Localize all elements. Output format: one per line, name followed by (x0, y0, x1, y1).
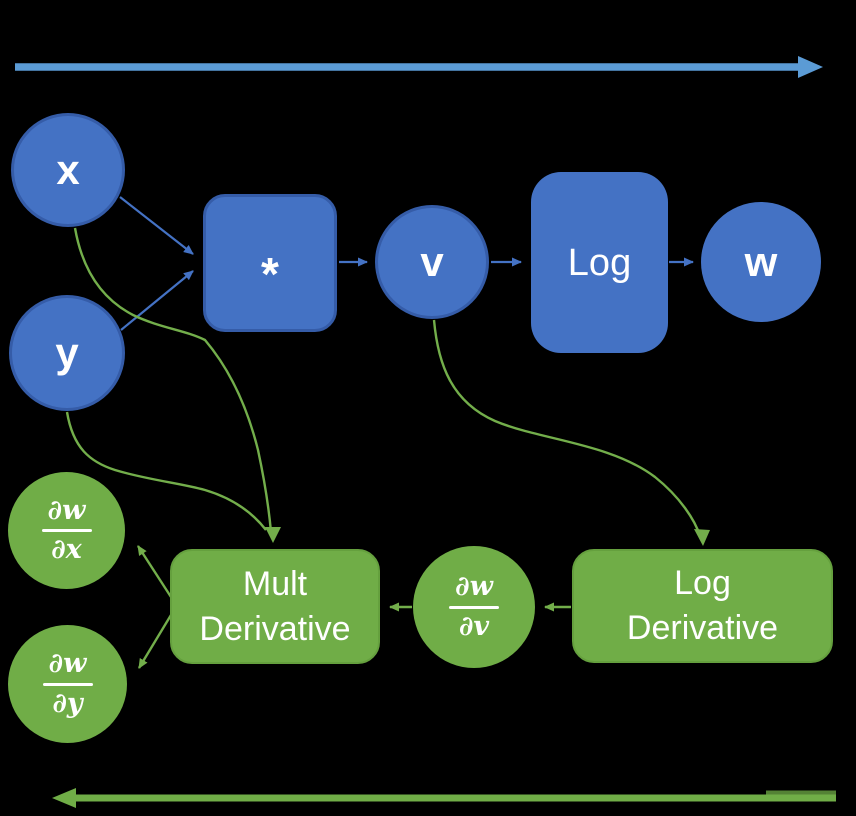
mult-derivative-line2: Derivative (199, 609, 351, 648)
node-dw-dx: ∂w ∂x (8, 472, 125, 589)
node-y-label: y (55, 329, 79, 376)
node-w: w (701, 202, 821, 322)
dw-dy-denominator: ∂y (52, 687, 83, 719)
node-mult-derivative-label: Mult Derivative (199, 562, 350, 652)
backward-pass-arrow (52, 788, 836, 808)
node-mult-derivative: Mult Derivative (170, 549, 380, 664)
dw-dv-fraction: ∂w ∂v (449, 571, 499, 642)
op-multiply: * (203, 194, 337, 332)
dw-dv-numerator: ∂w (455, 571, 493, 603)
dw-dy-numerator: ∂w (48, 648, 87, 680)
log-derivative-line2: Derivative (626, 609, 779, 647)
log-derivative-line1: Log (674, 564, 731, 603)
op-log-label: Log (567, 241, 632, 284)
edge-x-to-multiply (119, 196, 194, 255)
node-w-label: w (744, 238, 778, 285)
node-x: x (11, 113, 125, 227)
fraction-bar (41, 529, 92, 532)
forward-pass-arrow (15, 56, 823, 78)
dw-dx-fraction: ∂w ∂x (41, 494, 92, 565)
node-dw-dv: ∂w ∂v (413, 546, 535, 668)
dw-dx-numerator: ∂w (47, 494, 86, 526)
node-v-label: v (420, 238, 444, 285)
node-v: v (375, 205, 489, 319)
node-y: y (9, 295, 125, 411)
dw-dv-denominator: ∂v (458, 610, 490, 642)
node-x-label: x (56, 146, 80, 193)
node-dw-dy: ∂w ∂y (8, 625, 127, 743)
dw-dy-fraction: ∂w ∂y (42, 648, 93, 719)
edge-y-to-multiply (120, 270, 194, 331)
grad-edge-log-arrowhead (694, 529, 710, 546)
op-log: Log (531, 172, 668, 353)
edge-mult-derivative-to-dw-dy (137, 614, 173, 669)
node-log-derivative: Log Derivative (572, 549, 833, 663)
fraction-bar (42, 682, 93, 686)
mult-derivative-line1: Mult (242, 564, 308, 603)
op-multiply-label: * (261, 248, 279, 300)
grad-edge-mult-arrowhead (265, 527, 281, 543)
edge-mult-derivative-to-dw-dx (136, 545, 173, 598)
fraction-bar (449, 605, 499, 609)
dw-dx-denominator: ∂x (51, 534, 82, 565)
node-log-derivative-label: Log Derivative (627, 561, 778, 651)
